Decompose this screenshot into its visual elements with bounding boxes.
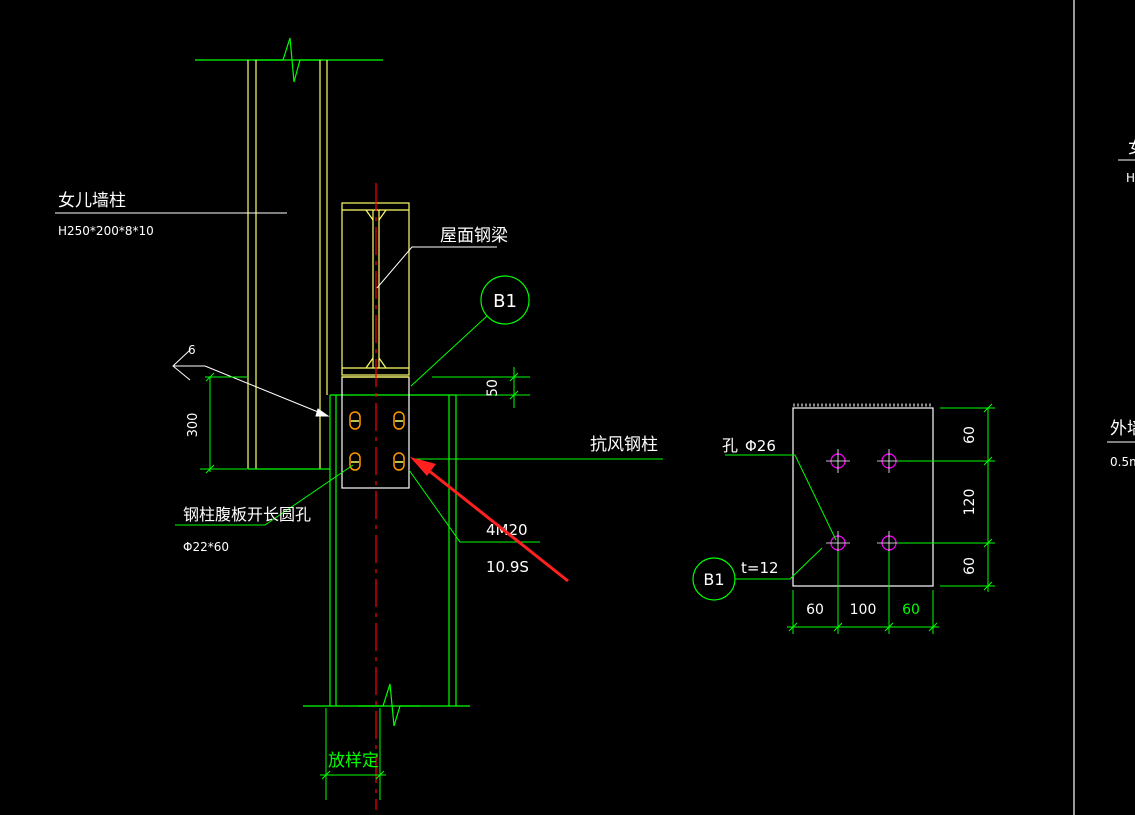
plate-horizontal-dims	[787, 551, 939, 634]
dim-50	[432, 367, 530, 408]
stakeout-dim	[320, 708, 386, 800]
dim-h-mid: 100	[850, 602, 877, 618]
weld-size-text: 6	[188, 343, 196, 357]
plate-b1-detail	[792, 403, 934, 587]
hole-note-leader	[725, 454, 837, 541]
web-slot-note: 钢柱腹板开长圆孔	[183, 505, 311, 524]
roof-beam	[341, 202, 410, 376]
parapet-column	[195, 37, 383, 470]
right-partial-text-3: 外墙	[1110, 419, 1135, 439]
web-slot-size: Φ22*60	[183, 540, 229, 554]
plate-thickness-leader	[735, 547, 823, 580]
slotted-bolt-holes	[349, 411, 405, 471]
bolt-note-leader	[408, 469, 540, 543]
parapet-column-label: 女儿墙柱	[58, 191, 126, 211]
stakeout-text: 放样定	[328, 751, 379, 771]
b1-callout-circle	[480, 275, 530, 325]
wind-column-label: 抗风钢柱	[590, 435, 658, 455]
weld-symbol	[172, 349, 330, 417]
dim-300-text: 300	[186, 413, 201, 438]
roof-beam-label: 屋面钢梁	[440, 226, 508, 246]
hole-label: 孔	[722, 436, 738, 455]
red-annotation-arrow	[410, 457, 569, 583]
plate-thickness-text: t=12	[741, 559, 779, 577]
plate-hole-crosshairs	[826, 449, 901, 555]
dim-h-right: 60	[902, 602, 920, 618]
dim-v-bot: 60	[962, 557, 978, 575]
right-partial-text-4: 0.5m	[1110, 455, 1135, 469]
plate-tag-text: B1	[703, 570, 724, 589]
roof-beam-leader	[376, 246, 497, 289]
b1-callout-leader	[410, 315, 488, 387]
plate-bolt-holes	[830, 453, 897, 551]
dim-v-top: 60	[962, 426, 978, 444]
bolt-grade-text: 10.9S	[486, 558, 529, 576]
right-partial-text-2: H	[1126, 171, 1135, 185]
hole-dia-text: Φ26	[745, 437, 776, 455]
wind-column	[303, 394, 470, 727]
dim-v-mid: 120	[962, 489, 978, 516]
dim-300	[200, 372, 247, 474]
right-partial-text-1: 女	[1128, 138, 1135, 158]
dim-h-left: 60	[806, 602, 824, 618]
b1-callout-label: B1	[493, 291, 517, 312]
dim-50-text: 50	[485, 379, 501, 397]
bolt-count-text: 4M20	[486, 521, 528, 539]
web-slot-leader	[175, 464, 354, 526]
plate-vertical-dims	[897, 403, 995, 592]
parapet-column-section: H250*200*8*10	[58, 224, 154, 238]
